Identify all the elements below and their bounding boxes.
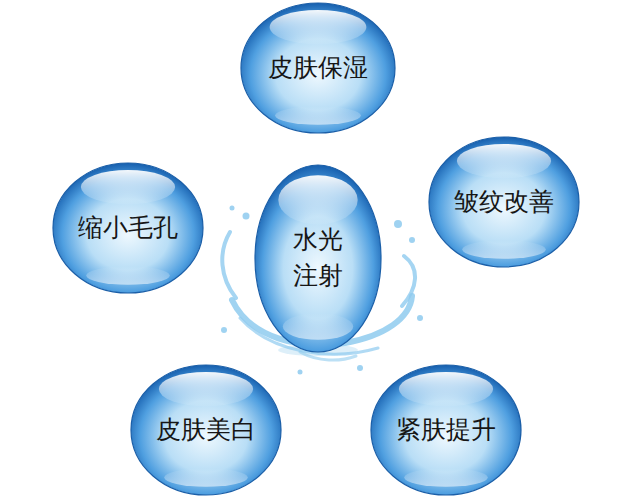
feature-bubble: 皮肤美白 bbox=[130, 364, 282, 496]
bubble-highlight bbox=[457, 144, 551, 178]
bubble-label: 缩小毛孔 bbox=[78, 210, 178, 246]
bubble-body bbox=[53, 163, 203, 293]
bubble-label: 水光 注射 bbox=[289, 222, 347, 295]
bubble-shape bbox=[254, 164, 382, 353]
bubble-body bbox=[429, 137, 579, 267]
feature-bubble: 缩小毛孔 bbox=[52, 162, 204, 294]
feature-bubble: 紧肤提升 bbox=[370, 364, 522, 496]
bubble-highlight bbox=[81, 170, 175, 204]
bubble-reflection bbox=[462, 240, 546, 258]
bubble-label: 皱纹改善 bbox=[454, 184, 554, 220]
bubble-highlight bbox=[399, 372, 493, 406]
bubble-reflection bbox=[275, 106, 361, 124]
bubble-content: 紧肤提升 bbox=[370, 364, 522, 496]
bubble-body bbox=[255, 165, 381, 352]
bubble-content: 水光 注射 bbox=[254, 164, 382, 353]
bubble-body bbox=[371, 365, 521, 495]
bubble-body bbox=[131, 365, 281, 495]
bubble-label: 皮肤美白 bbox=[156, 412, 256, 448]
bubble-highlight bbox=[270, 10, 367, 44]
bubble-reflection bbox=[164, 468, 248, 486]
bubble-reflection bbox=[283, 313, 353, 339]
bubble-reflection bbox=[86, 266, 170, 284]
feature-bubble: 皮肤保湿 bbox=[240, 2, 396, 134]
bubble-content: 皮肤美白 bbox=[130, 364, 282, 496]
bubble-label: 皮肤保湿 bbox=[268, 50, 368, 86]
bubble-content: 缩小毛孔 bbox=[52, 162, 204, 294]
bubble-label: 紧肤提升 bbox=[396, 412, 496, 448]
bubble-content: 皱纹改善 bbox=[428, 136, 580, 268]
bubble-reflection bbox=[404, 468, 488, 486]
bubble-highlight bbox=[278, 175, 357, 224]
center-bubble: 水光 注射 bbox=[254, 164, 382, 353]
feature-bubble: 皱纹改善 bbox=[428, 136, 580, 268]
bubble-body bbox=[241, 3, 395, 133]
bubble-content: 皮肤保湿 bbox=[240, 2, 396, 134]
bubble-highlight bbox=[159, 372, 253, 406]
